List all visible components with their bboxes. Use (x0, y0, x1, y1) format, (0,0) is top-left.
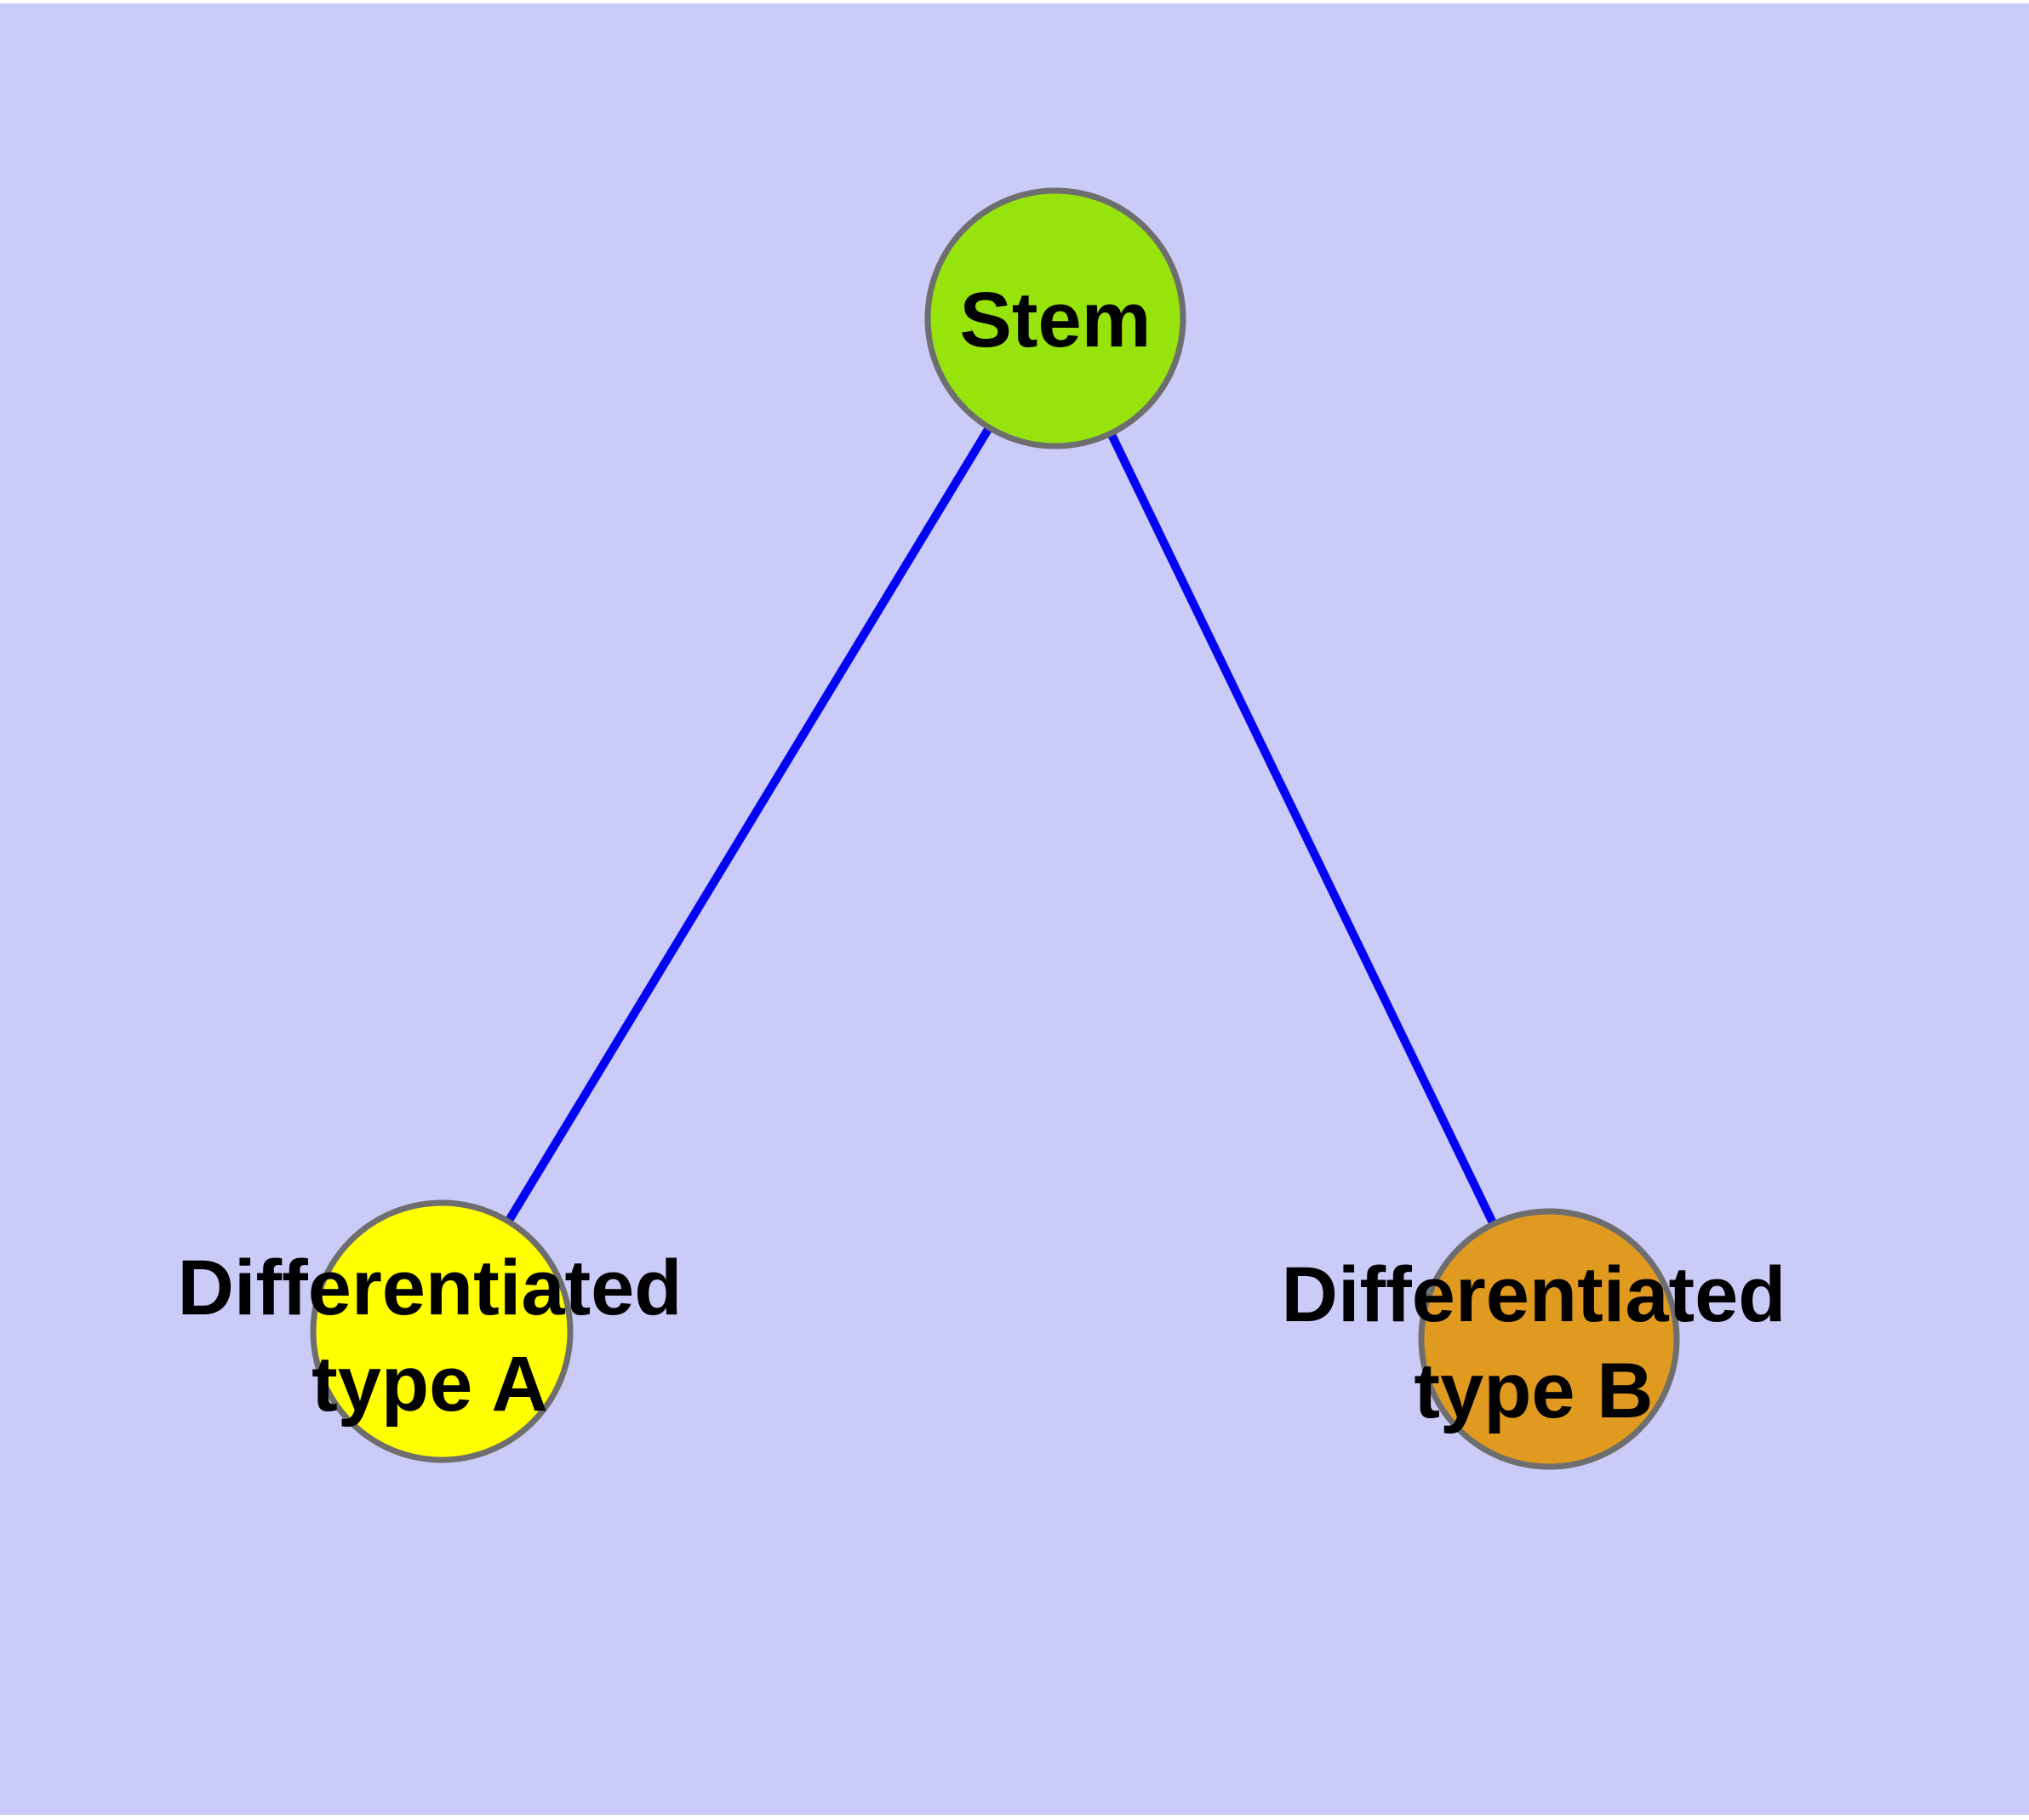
node-differentiated-type-a (310, 1199, 574, 1463)
edge-stem-to-type-b (1051, 316, 1553, 1342)
node-differentiated-type-b (1418, 1208, 1680, 1470)
node-label-type-b-line1: Differentiated (1282, 1251, 1786, 1338)
node-stem (924, 187, 1186, 449)
node-label-type-b-line2: type B (1414, 1348, 1653, 1434)
node-label-type-a-line1: Differentiated (178, 1245, 683, 1331)
node-label-stem: Stem (960, 277, 1152, 363)
edge-stem-to-type-a (437, 316, 1060, 1334)
node-label-type-a-line2: type A (311, 1341, 548, 1428)
